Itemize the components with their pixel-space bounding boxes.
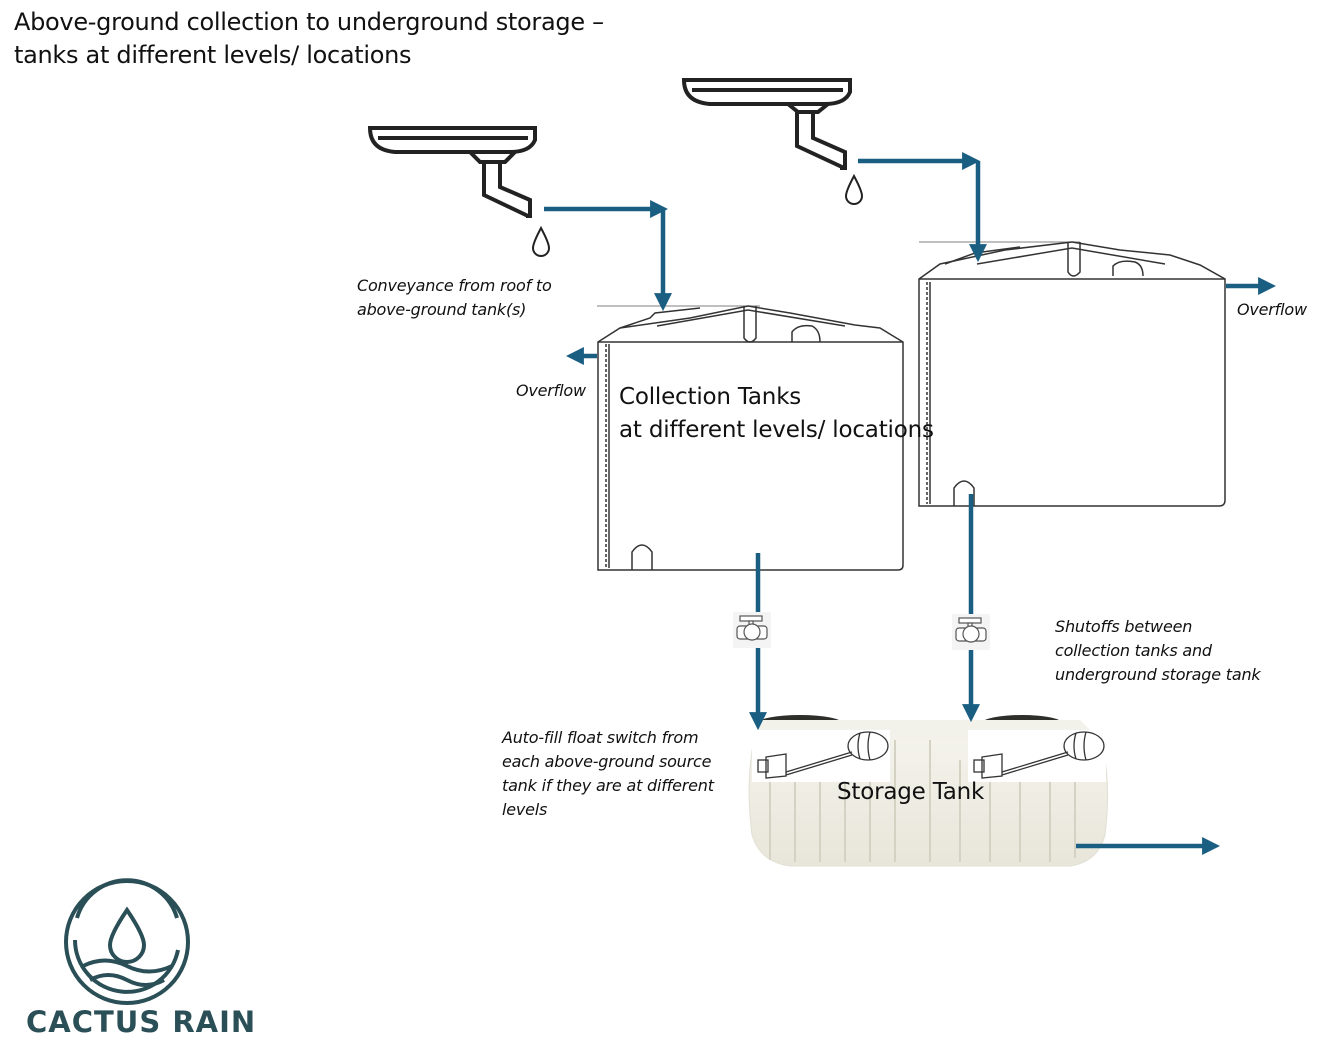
overflow-right-label: Overflow	[1237, 300, 1307, 319]
autofill-note-line-3: tank if they are at different	[502, 776, 714, 795]
shutoffs-note: Shutoffs between collection tanks and un…	[1055, 615, 1261, 687]
ball-valve-icon[interactable]	[952, 614, 990, 650]
conveyance-note: Conveyance from roof to above-ground tan…	[357, 274, 552, 322]
conveyance-note-line-2: above-ground tank(s)	[357, 300, 527, 319]
autofill-note-line-1: Auto-fill float switch from	[502, 728, 699, 747]
title-line-1: Above-ground collection to underground s…	[14, 8, 604, 36]
collection-tank-1	[597, 305, 904, 571]
title-line-2: tanks at different levels/ locations	[14, 41, 412, 69]
autofill-note: Auto-fill float switch from each above-g…	[502, 726, 714, 822]
conveyance-note-line-1: Conveyance from roof to	[357, 276, 552, 295]
collection-tanks-line-1: Collection Tanks	[619, 384, 802, 410]
storage-tank-label: Storage Tank	[837, 779, 985, 805]
shutoffs-note-line-1: Shutoffs between	[1055, 617, 1193, 636]
float-valve-icon	[752, 730, 890, 782]
float-valve-icon	[968, 730, 1106, 782]
gutter-icon	[681, 78, 852, 170]
shutoffs-note-line-2: collection tanks and	[1055, 641, 1212, 660]
overflow-left-label: Overflow	[516, 381, 586, 400]
shutoffs-note-line-3: underground storage tank	[1055, 665, 1261, 684]
logo-drop-icon	[64, 878, 190, 1005]
water-drop-icon	[844, 173, 864, 205]
logo-text: CACTUS RAIN	[26, 1005, 257, 1039]
collection-tanks-line-2: at different levels/ locations	[619, 417, 934, 443]
collection-tanks-label: Collection Tanks at different levels/ lo…	[619, 381, 934, 447]
collection-tank-2	[918, 241, 1226, 507]
autofill-note-line-4: levels	[502, 800, 548, 819]
autofill-note-line-2: each above-ground source	[502, 752, 712, 771]
water-drop-icon	[531, 225, 551, 257]
diagram-title: Above-ground collection to underground s…	[14, 6, 604, 72]
ball-valve-icon[interactable]	[733, 612, 771, 648]
gutter-icon	[367, 126, 537, 218]
